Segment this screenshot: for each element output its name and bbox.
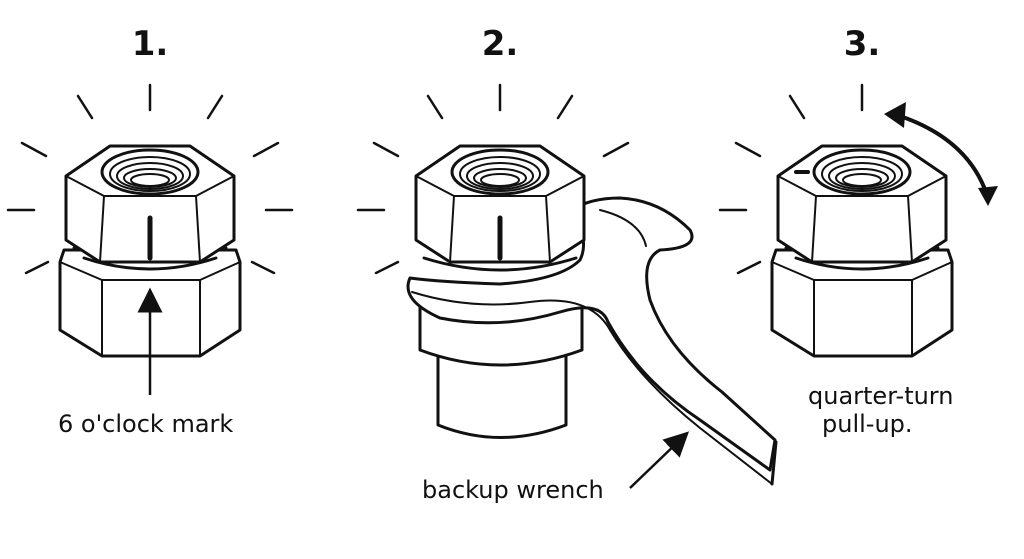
step-2-illustration [356, 83, 778, 489]
step-2-thread-bore [450, 148, 550, 196]
step-3-label-line1: quarter-turn [808, 382, 954, 410]
step-3-flare-nut [776, 144, 948, 264]
step-3-illustration [718, 83, 998, 358]
step-1-number: 1. [131, 24, 169, 64]
step-2-label: backup wrench [422, 476, 604, 504]
step-1-flare-nut [64, 144, 236, 264]
step-3-number: 3. [843, 24, 881, 64]
step-3-rays [718, 83, 864, 275]
step-2-flare-nut [414, 144, 586, 272]
backup-wrench [406, 196, 778, 486]
step-1-thread-bore [100, 148, 200, 196]
step-2-pointer-arrow [629, 431, 690, 489]
step-3-rotation-arrow [884, 102, 998, 206]
step-1-label: 6 o'clock mark [58, 410, 234, 438]
step-3-label-line2: pull-up. [822, 410, 913, 438]
step-1-illustration [6, 83, 294, 395]
step-2-number: 2. [481, 24, 519, 64]
step-3-thread-bore [812, 148, 912, 196]
step-1-rays [6, 83, 294, 275]
step-3-body-nut [770, 246, 954, 358]
